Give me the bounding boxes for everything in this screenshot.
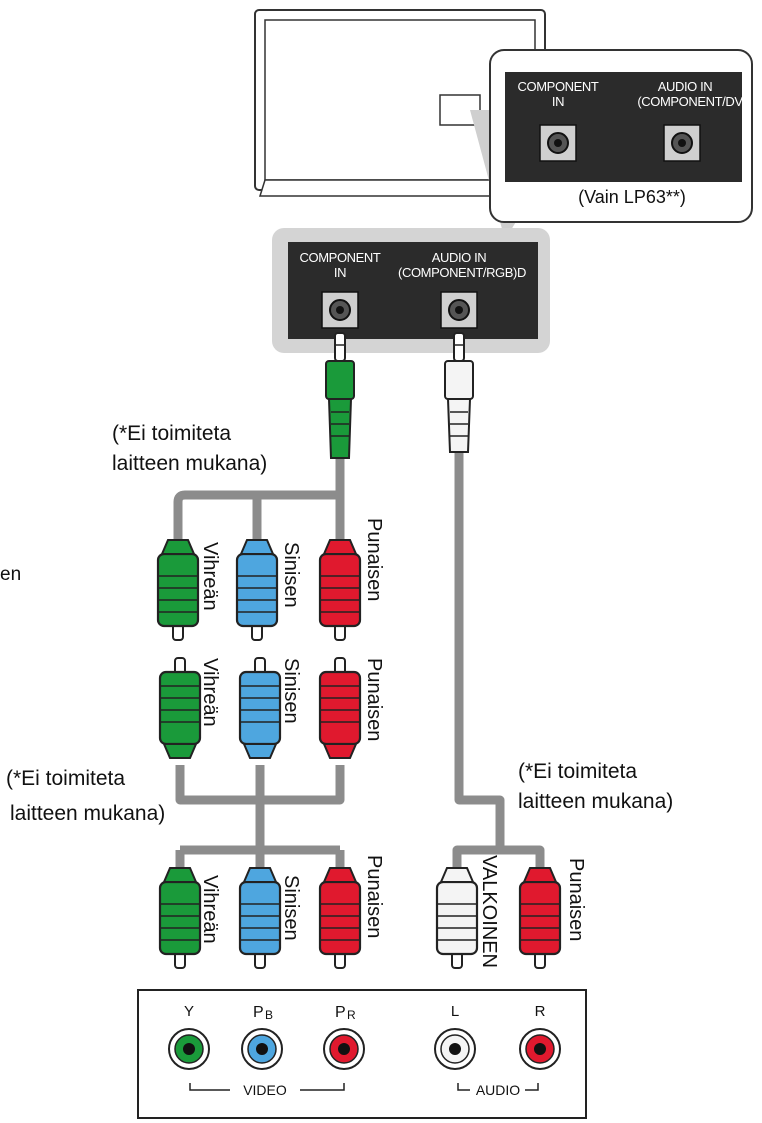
rca-jack-icon <box>519 1028 561 1070</box>
rca-plug-red <box>318 538 362 642</box>
rca-jack-icon <box>539 124 577 162</box>
rca-plug-red <box>318 866 362 970</box>
panel-component-label-2: IN <box>334 265 346 280</box>
label-red: Punaisen <box>363 855 385 938</box>
zoom-audio-label-1: AUDIO IN <box>658 79 713 94</box>
jack-label-pb: P <box>253 1004 264 1021</box>
jack-label-y: Y <box>184 1003 194 1020</box>
panel-audio-label-1: AUDIO IN <box>432 250 487 265</box>
rca-plug-blue <box>238 656 282 760</box>
rca-plug-green <box>158 656 202 760</box>
rca-jack-icon <box>434 1028 476 1070</box>
label-blue: Sinisen <box>280 658 302 724</box>
rca-jack-icon <box>323 1028 365 1070</box>
zoom-component-label-1: COMPONENT <box>518 79 599 94</box>
jack-label-l: L <box>451 1003 459 1020</box>
zoom-audio-label-2: (COMPONENT/DV <box>637 94 743 109</box>
not-supplied-note: (*Ei toimiteta <box>6 767 125 790</box>
zoom-callout: COMPONENT IN AUDIO IN (COMPONENT/DV (Vai… <box>470 49 753 240</box>
rca-plug-red <box>518 866 562 970</box>
3.5mm-jack-plug-icon <box>444 332 474 453</box>
annotations: (*Ei toimiteta laitteen mukana) (*Ei toi… <box>0 422 673 825</box>
label-red: Punaisen <box>363 518 385 601</box>
label-red: Punaisen <box>363 658 385 741</box>
cables <box>173 450 545 868</box>
label-red: Punaisen <box>565 858 587 941</box>
label-green: Vihreän <box>199 542 221 611</box>
rca-plug-blue <box>238 866 282 970</box>
label-white: VALKOINEN <box>478 855 500 968</box>
not-supplied-note: laitteen mukana) <box>112 452 267 475</box>
device-output-panel: Y P B P R L R <box>137 989 587 1119</box>
rca-jack-icon <box>321 291 359 329</box>
cropped-text-fragment: en <box>0 564 21 585</box>
jack-label-r: R <box>535 1003 546 1020</box>
label-green: Vihreän <box>199 875 221 944</box>
not-supplied-note: (*Ei toimiteta <box>112 422 231 445</box>
panel-component-label-1: COMPONENT <box>300 250 381 265</box>
audio-group-label: AUDIO <box>476 1082 520 1098</box>
3.5mm-jack-plug-icon <box>325 332 355 459</box>
not-supplied-note: laitteen mukana) <box>518 790 673 813</box>
label-blue: Sinisen <box>280 542 302 608</box>
rca-plug-green <box>158 866 202 970</box>
jack-label-pr-sub: R <box>347 1008 356 1022</box>
rca-plug-red <box>318 656 362 760</box>
not-supplied-note: (*Ei toimiteta <box>518 760 637 783</box>
rca-jack-icon <box>168 1028 210 1070</box>
label-green: Vihreän <box>199 658 221 727</box>
label-blue: Sinisen <box>280 875 302 941</box>
rca-jack-icon <box>440 291 478 329</box>
rca-plug-green <box>156 538 200 642</box>
jack-label-pr: P <box>335 1004 346 1021</box>
rca-jack-icon <box>241 1028 283 1070</box>
rca-plug-white <box>435 866 479 970</box>
zoom-model-note: (Vain LP63**) <box>578 187 686 207</box>
not-supplied-note: laitteen mukana) <box>10 802 165 825</box>
rca-jack-icon <box>663 124 701 162</box>
panel-audio-label-2: (COMPONENT/RGB)D <box>398 265 526 280</box>
plug-color-labels: Vihreän Sinisen Punaisen Vihreän Sinisen… <box>199 518 587 968</box>
rca-plug-blue <box>235 538 279 642</box>
jack-label-pb-sub: B <box>265 1008 273 1022</box>
zoom-component-label-2: IN <box>552 94 564 109</box>
tv-input-panel: COMPONENT IN AUDIO IN (COMPONENT/RGB)D <box>272 228 550 353</box>
video-group-label: VIDEO <box>243 1082 287 1098</box>
